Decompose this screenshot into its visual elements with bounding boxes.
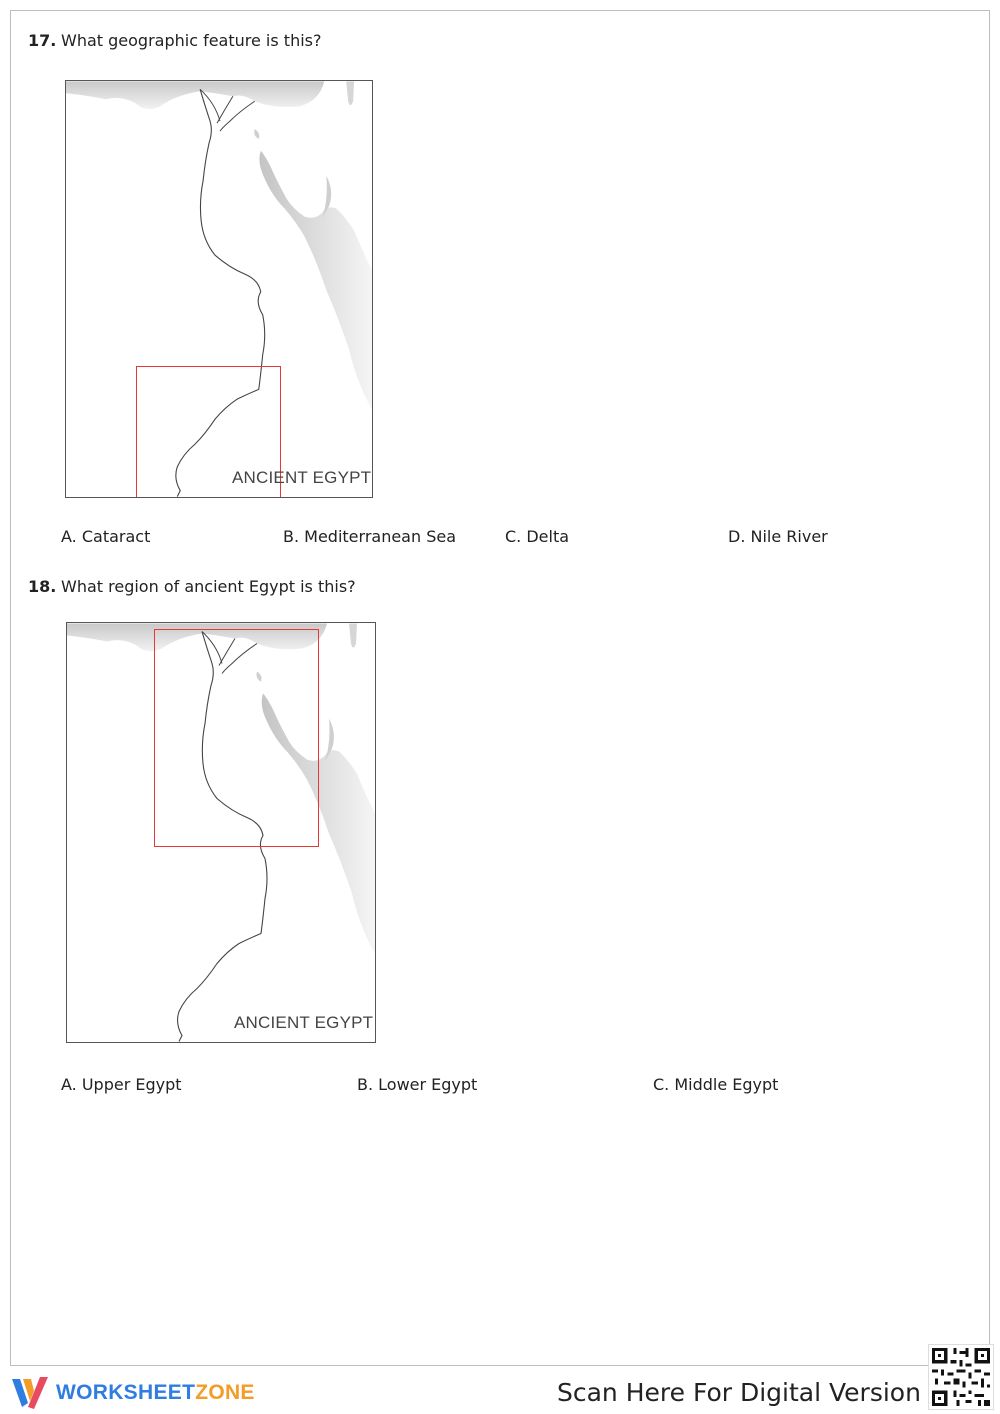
- option-b[interactable]: B. Mediterranean Sea: [283, 527, 457, 546]
- brand[interactable]: WORKSHEETZONE: [10, 1375, 255, 1411]
- highlight-box: [136, 366, 281, 497]
- option-a[interactable]: A. Cataract: [61, 527, 151, 546]
- qr-code-icon[interactable]: [928, 1344, 994, 1410]
- option-c[interactable]: C. Middle Egypt: [653, 1075, 779, 1094]
- scan-text: Scan Here For Digital Version: [557, 1378, 921, 1407]
- question-18: 18.What region of ancient Egypt is this?: [28, 577, 356, 596]
- question-17: 17.What geographic feature is this?: [28, 31, 321, 50]
- map-drawing: [66, 81, 372, 497]
- map-drawing: [67, 623, 375, 1042]
- question-number: 18.: [28, 577, 57, 596]
- highlight-box: [154, 629, 319, 847]
- map-ancient-egypt-2: ANCIENT EGYPT: [66, 622, 376, 1043]
- option-a[interactable]: A. Upper Egypt: [61, 1075, 182, 1094]
- map-label: ANCIENT EGYPT: [234, 1013, 374, 1032]
- map-ancient-egypt-1: ANCIENT EGYPT: [65, 80, 373, 498]
- option-d[interactable]: D. Nile River: [728, 527, 828, 546]
- question-text: What geographic feature is this?: [61, 31, 322, 50]
- option-c[interactable]: C. Delta: [505, 527, 570, 546]
- brand-name-part2: ZONE: [195, 1381, 255, 1404]
- brand-name-part1: WORKSHEET: [56, 1381, 196, 1404]
- question-text: What region of ancient Egypt is this?: [61, 577, 356, 596]
- map-label: ANCIENT EGYPT: [232, 468, 372, 487]
- brand-name: WORKSHEETZONE: [56, 1381, 255, 1405]
- page-frame: [10, 10, 990, 1366]
- question-number: 17.: [28, 31, 57, 50]
- worksheetzone-logo-icon: [12, 1377, 48, 1409]
- option-b[interactable]: B. Lower Egypt: [357, 1075, 478, 1094]
